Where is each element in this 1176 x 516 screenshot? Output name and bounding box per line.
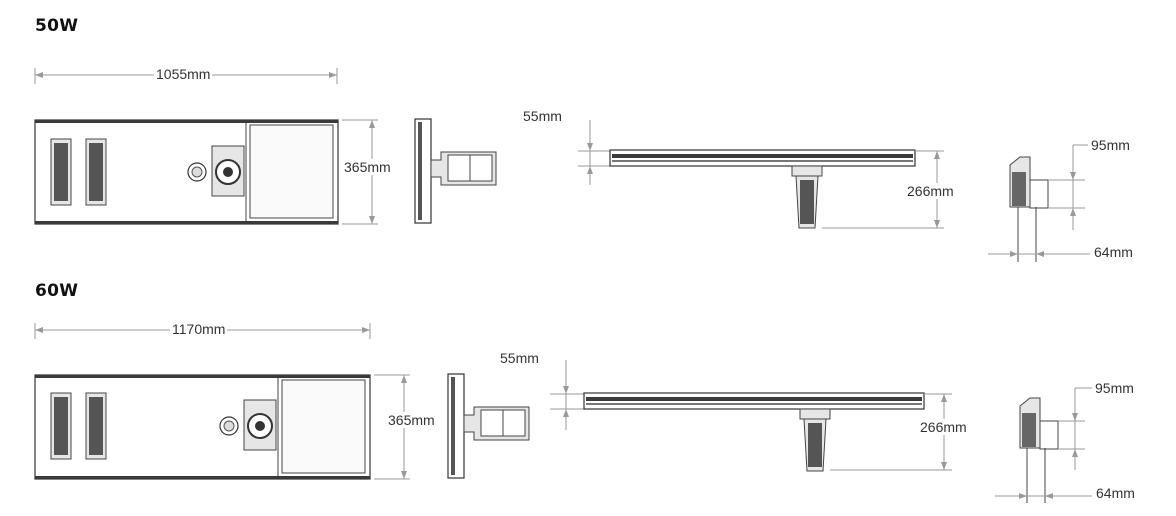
- side-view-50w: [414, 118, 497, 224]
- dim-profile-thickness-50w: 55mm: [521, 108, 564, 124]
- top-view-60w: [550, 360, 952, 472]
- variant-title-50w: 50W: [35, 16, 79, 36]
- dim-arm-height-50w: 266mm: [905, 183, 956, 199]
- dim-arm-height-60w: 266mm: [918, 419, 969, 435]
- dim-pole-diameter-50w: 64mm: [1092, 244, 1135, 260]
- front-view-60w: [34, 374, 371, 480]
- dim-pole-top-60w: 95mm: [1093, 380, 1136, 396]
- dim-length-50w: 1055mm: [154, 66, 213, 82]
- end-view-60w: [995, 387, 1092, 503]
- side-view-60w: [447, 373, 530, 479]
- end-view-50w: [988, 144, 1090, 262]
- dim-height-60w: 365mm: [386, 412, 437, 428]
- dim-pole-top-50w: 95mm: [1089, 137, 1132, 153]
- dim-pole-diameter-60w: 64mm: [1094, 485, 1137, 501]
- front-view-50w: [34, 119, 339, 225]
- variant-title-60w: 60W: [35, 281, 79, 301]
- top-view-50w: [578, 120, 944, 229]
- dim-length-60w: 1170mm: [170, 321, 228, 337]
- dim-height-50w: 365mm: [342, 159, 393, 175]
- dim-profile-thickness-60w: 55mm: [498, 350, 541, 366]
